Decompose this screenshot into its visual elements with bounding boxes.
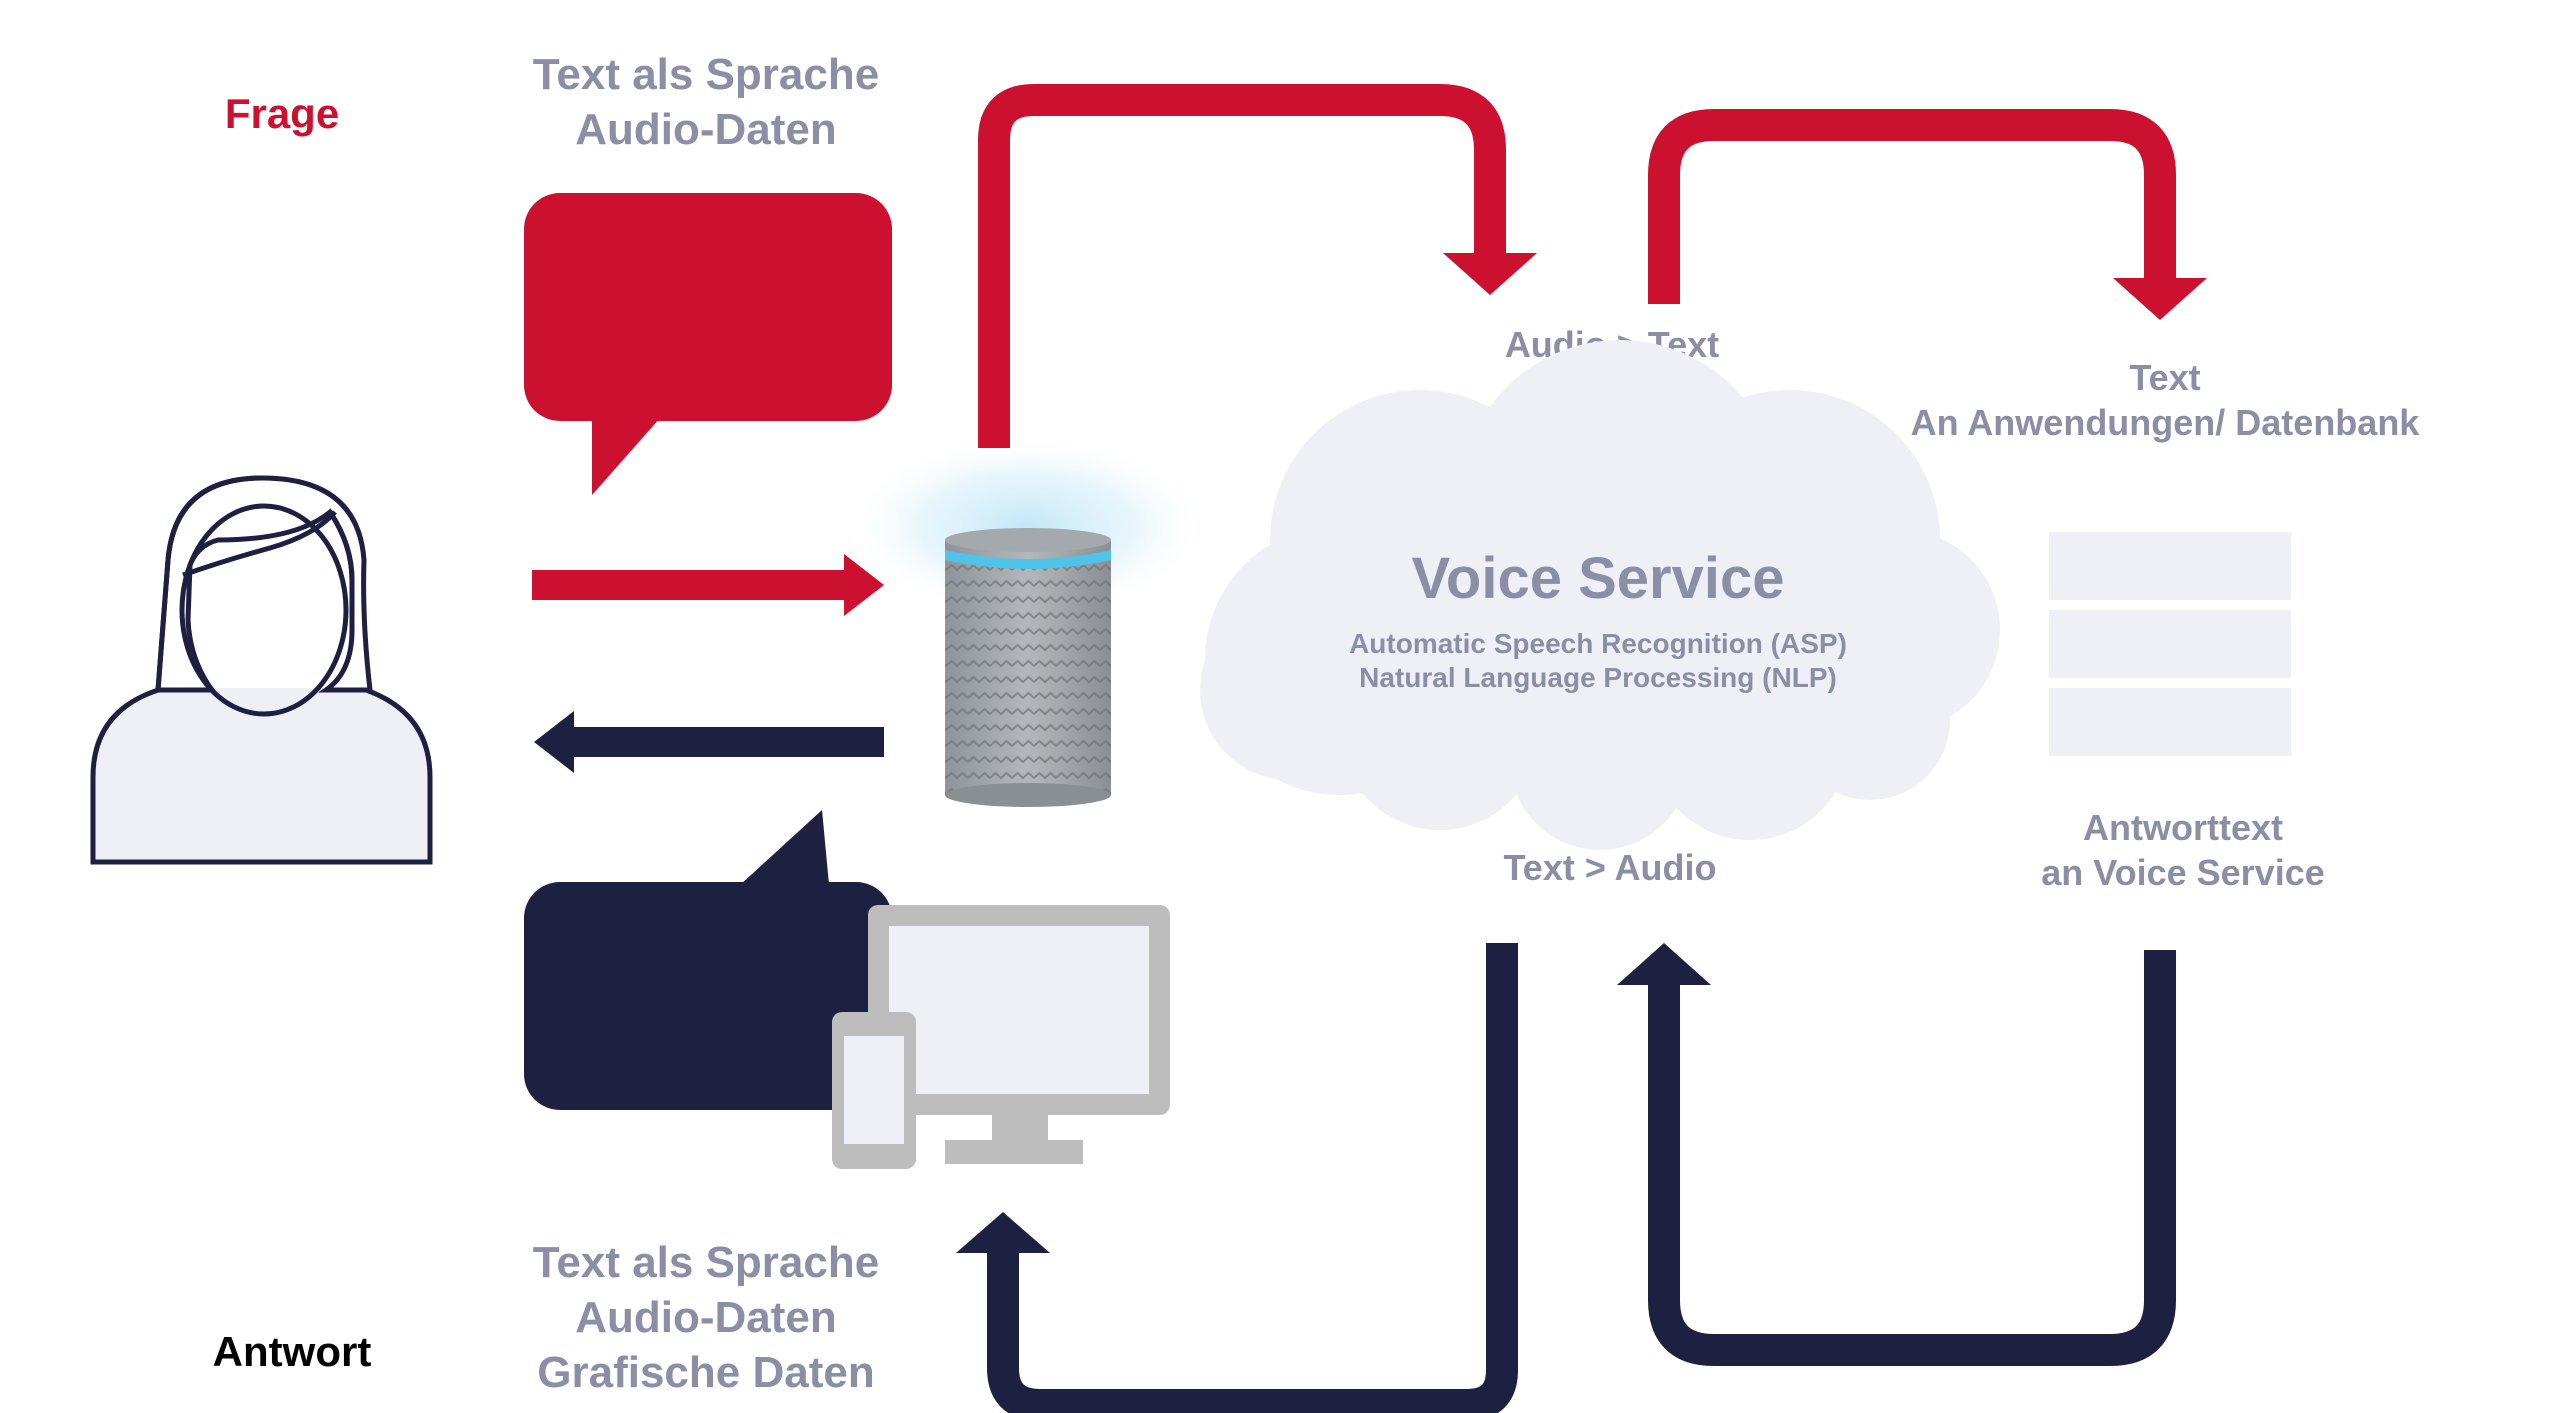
cloud-title: Voice Service: [1412, 546, 1785, 611]
frage-label: Frage: [225, 90, 339, 137]
voice-service-cloud: [1200, 340, 2000, 850]
answer-arrow: [534, 711, 884, 773]
antworttext-line2: an Voice Service: [2041, 852, 2325, 893]
speaker-to-asr-arrow: [978, 84, 1537, 448]
phone-icon: [832, 1012, 916, 1169]
antworttext-line1: Antworttext: [2083, 807, 2283, 848]
application-to-tts-arrow: [1617, 943, 2176, 1366]
question-arrow: [532, 554, 884, 616]
asr-to-application-arrow: [1648, 109, 2207, 320]
question-speech-bubble: [524, 193, 892, 495]
database-icon: [2049, 532, 2291, 756]
monitor-icon: [868, 905, 1170, 1164]
answer-text-line1: Text als Sprache: [533, 1238, 879, 1287]
answer-text-line2: Audio-Daten: [575, 1293, 837, 1342]
cloud-line2: Natural Language Processing (NLP): [1359, 662, 1837, 693]
answer-speech-bubble: [524, 810, 892, 1110]
tts-to-devices-arrow: [956, 943, 1518, 1413]
application-text-line1: Text: [2129, 357, 2200, 398]
person-icon: [90, 475, 433, 865]
answer-text-line3: Grafische Daten: [537, 1348, 874, 1397]
smart-speaker-icon: [847, 436, 1207, 807]
question-text-line1: Text als Sprache: [533, 50, 879, 99]
antwort-label: Antwort: [213, 1328, 372, 1375]
text-to-audio-label: Text > Audio: [1503, 847, 1716, 888]
question-text-line2: Audio-Daten: [575, 105, 837, 154]
cloud-line1: Automatic Speech Recognition (ASP): [1349, 628, 1847, 659]
application-text-line2: An Anwendungen/ Datenbank: [1911, 402, 2421, 443]
